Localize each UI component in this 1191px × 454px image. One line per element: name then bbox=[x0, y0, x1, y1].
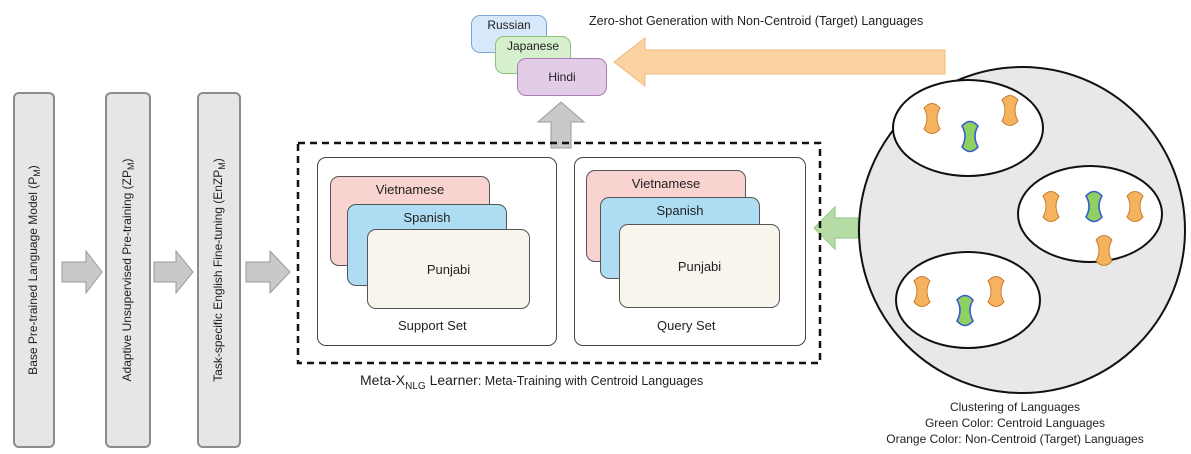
query-card-punjabi: Punjabi bbox=[619, 224, 780, 308]
query-lang-2: Spanish bbox=[656, 203, 704, 218]
arrow-stage1-to-stage2 bbox=[61, 249, 103, 295]
cluster-bottom-marks bbox=[913, 276, 1005, 327]
arrow-clusters-to-learner bbox=[813, 205, 859, 251]
noncentroid-mark bbox=[1095, 235, 1113, 266]
stage-english-finetuning-label: Task-specific English Fine-tuning (EnZPM… bbox=[210, 158, 228, 382]
arrow-learner-to-targets bbox=[536, 101, 586, 149]
zero-shot-caption: Zero-shot Generation with Non-Centroid (… bbox=[589, 14, 924, 28]
target-card-russian: Russian bbox=[471, 15, 547, 53]
cluster-caption-line-1: Clustering of Languages bbox=[949, 400, 1081, 414]
cluster-caption-line-2: Green Color: Centroid Languages bbox=[924, 416, 1106, 430]
noncentroid-mark bbox=[1001, 95, 1019, 126]
cluster-right-marks bbox=[1042, 190, 1144, 266]
arrow-clusters-to-targets bbox=[613, 36, 946, 88]
arrow-stage2-to-stage3 bbox=[153, 249, 194, 295]
noncentroid-mark bbox=[987, 276, 1005, 307]
target-lang-1: Russian bbox=[487, 18, 531, 32]
support-set-box bbox=[317, 157, 557, 346]
cluster-top-marks bbox=[923, 95, 1019, 153]
stage-english-finetuning: Task-specific English Fine-tuning (EnZPM… bbox=[197, 92, 241, 448]
support-lang-2: Spanish bbox=[403, 210, 451, 225]
arrow-stage3-to-learner bbox=[245, 249, 291, 295]
stage-adaptive-pretraining-label: Adaptive Unsupervised Pre-training (ZPM) bbox=[119, 158, 137, 382]
query-set-label: Query Set bbox=[657, 318, 716, 333]
noncentroid-mark bbox=[913, 276, 931, 307]
centroid-mark bbox=[961, 120, 979, 153]
centroid-mark bbox=[956, 294, 974, 327]
learner-caption: Meta-XNLG Learner: Meta-Training with Ce… bbox=[360, 372, 704, 392]
noncentroid-mark bbox=[1042, 191, 1060, 222]
cluster-caption: Clustering of Languages Green Color: Cen… bbox=[840, 399, 1190, 447]
query-set-box bbox=[574, 157, 806, 346]
query-lang-3: Punjabi bbox=[677, 258, 722, 274]
cluster-caption-line-3: Orange Color: Non-Centroid (Target) Lang… bbox=[886, 432, 1144, 446]
support-card-punjabi: Punjabi bbox=[367, 229, 530, 309]
target-lang-2: Japanese bbox=[506, 39, 560, 53]
support-lang-3: Punjabi bbox=[426, 261, 471, 277]
support-lang-1: Vietnamese bbox=[375, 182, 445, 197]
centroid-mark bbox=[1085, 190, 1103, 223]
target-lang-3: Hindi bbox=[548, 70, 576, 84]
target-card-hindi: Hindi bbox=[517, 58, 607, 96]
stage-base-pretrained: Base Pre-trained Language Model (PM) bbox=[13, 92, 55, 448]
stage-adaptive-pretraining: Adaptive Unsupervised Pre-training (ZPM) bbox=[105, 92, 151, 448]
query-lang-1: Vietnamese bbox=[631, 176, 701, 191]
noncentroid-mark bbox=[923, 103, 941, 134]
noncentroid-mark bbox=[1126, 191, 1144, 222]
meta-learner-box bbox=[296, 141, 822, 365]
support-set-label: Support Set bbox=[398, 318, 467, 333]
stage-base-pretrained-label: Base Pre-trained Language Model (PM) bbox=[25, 165, 43, 375]
